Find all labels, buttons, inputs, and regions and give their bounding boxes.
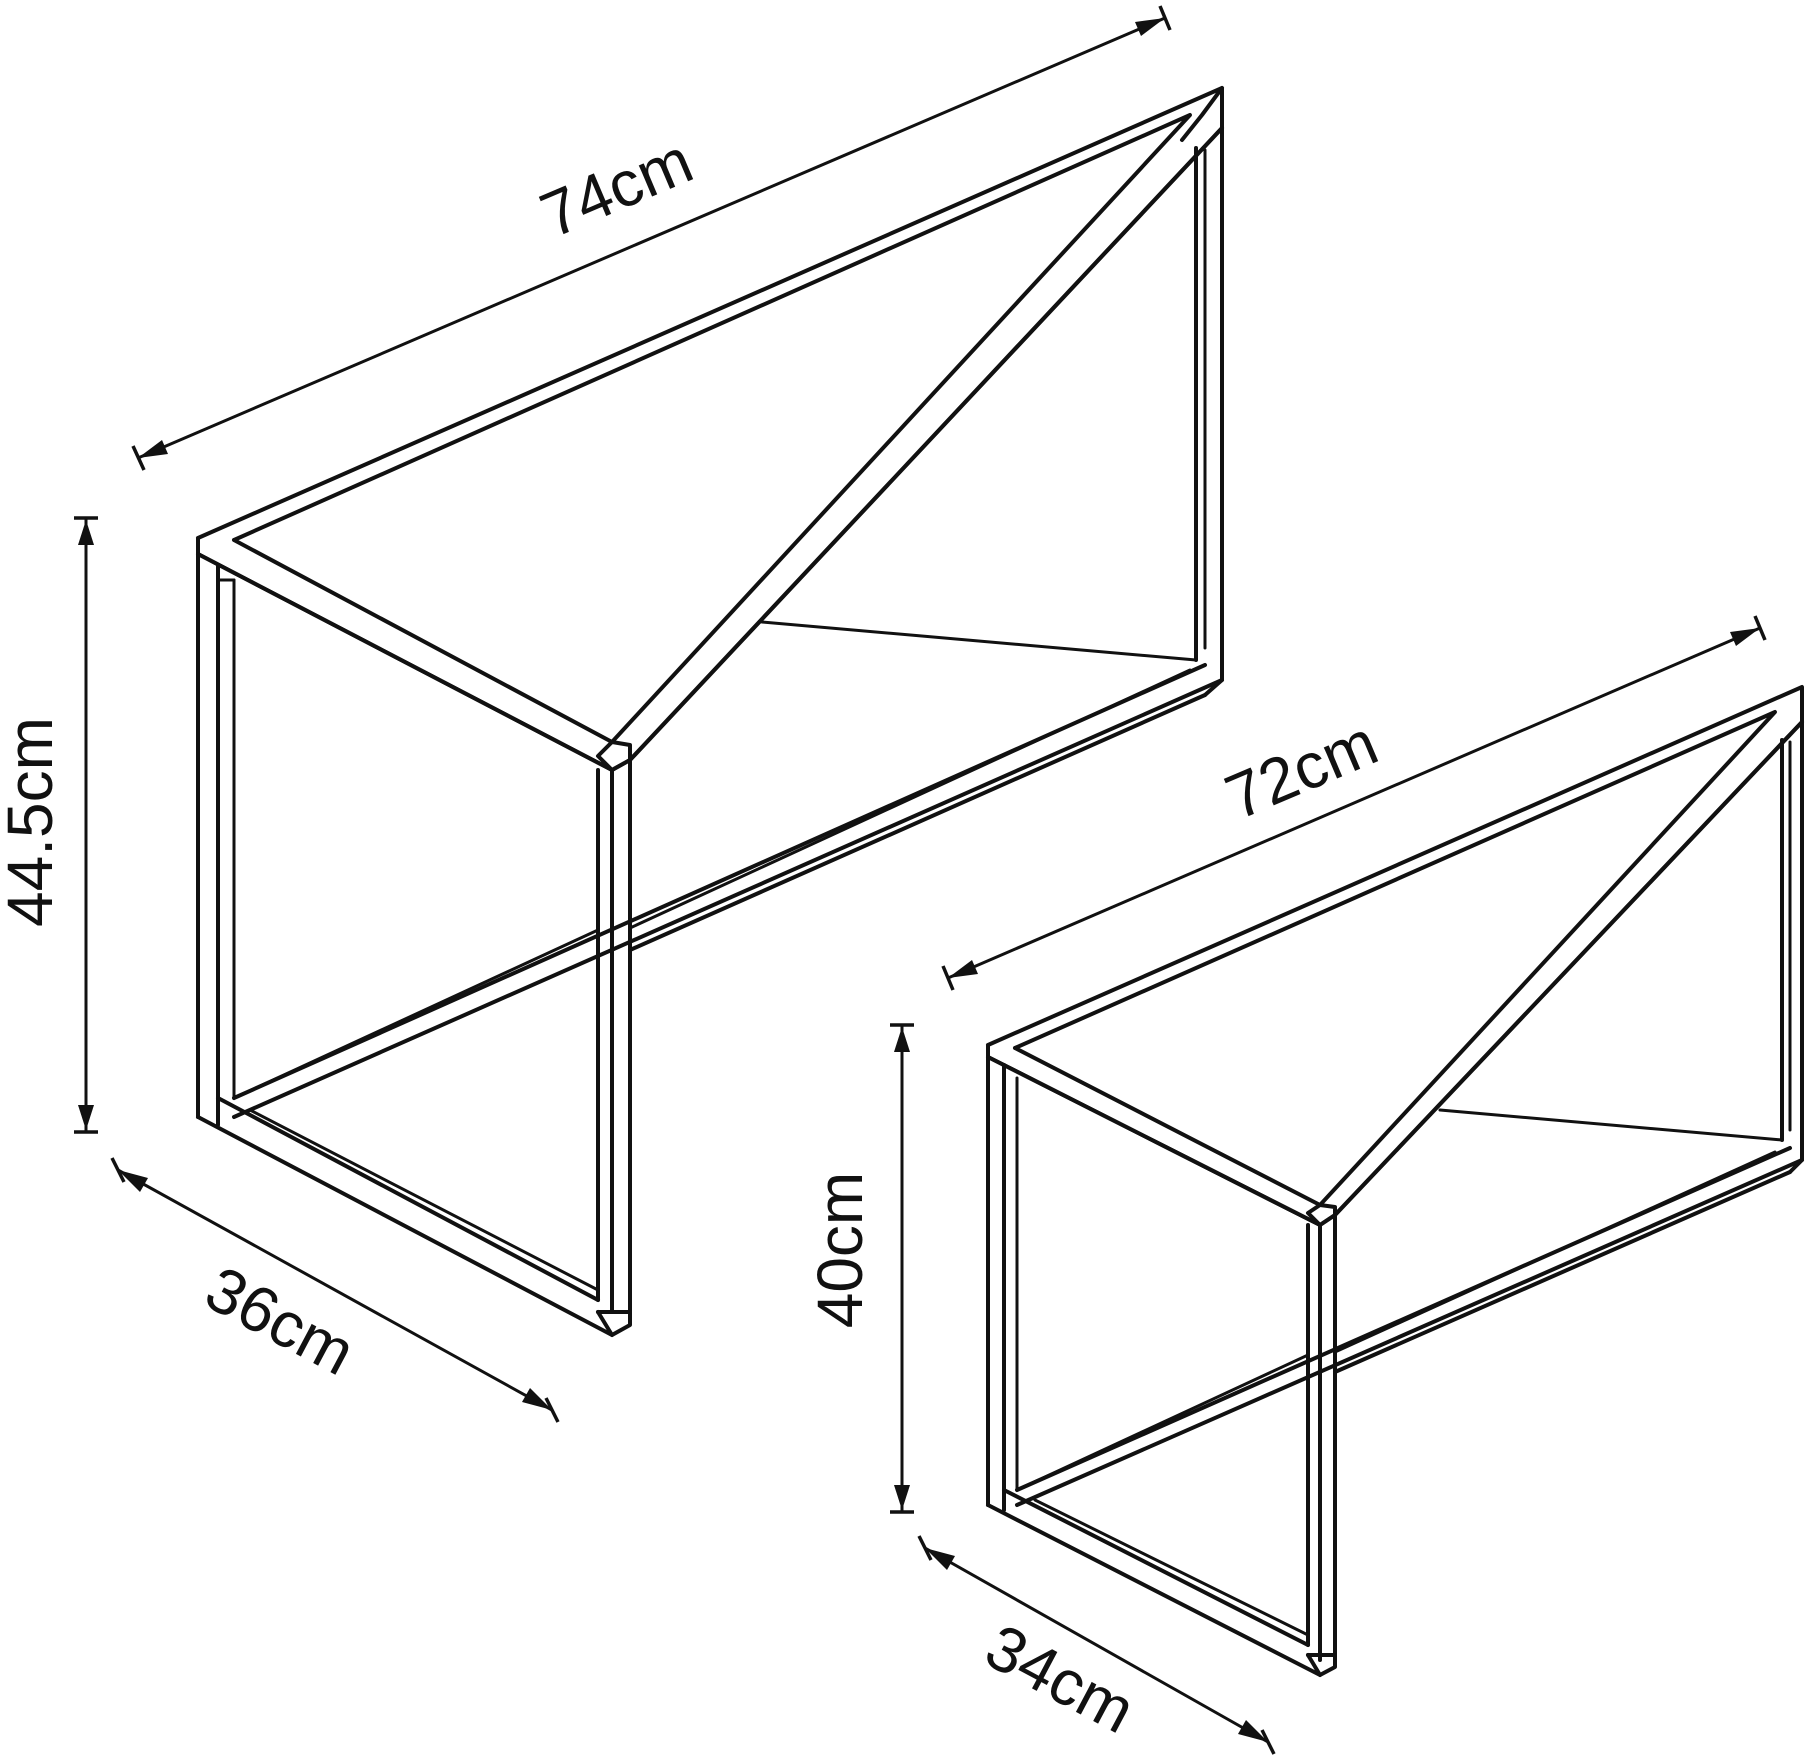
large-table-base-rail-end <box>1203 648 1224 697</box>
large-table-base-front-mid <box>248 1108 600 1292</box>
dim-small-length <box>941 615 1767 991</box>
small-table-top-edge-diag <box>1333 720 1804 1217</box>
large-table-back-brace <box>760 620 1198 662</box>
dim-large-length <box>131 5 1172 471</box>
large-table-top-edge-diag <box>628 126 1224 762</box>
dim-small-depth <box>917 1535 1276 1755</box>
large-depth-label: 36cm <box>194 1252 366 1389</box>
small-table-top-outer <box>986 685 1804 1227</box>
large-table-base-rail-front <box>232 928 600 1100</box>
large-table-drawing <box>196 86 1224 1337</box>
small-table-back-brace <box>1438 1108 1784 1142</box>
large-table-base-rail-end3 <box>628 668 1192 930</box>
dim-large-depth <box>110 1157 560 1423</box>
small-table-top-edge-front <box>986 1055 1322 1227</box>
small-table-base-rail-end3 <box>1333 1150 1777 1354</box>
small-table-top-inner <box>1013 710 1777 1207</box>
dim-small-height <box>890 1023 914 1514</box>
large-table-top-side <box>1180 86 1224 142</box>
small-table-base-rail-bottom <box>1015 1158 1804 1507</box>
dim-large-height <box>74 516 98 1134</box>
small-table-base-rail-end2 <box>1333 1170 1792 1374</box>
large-height-label: 44.5cm <box>0 717 66 927</box>
small-table-drawing <box>986 685 1804 1677</box>
small-table-base-rail-end <box>1788 1133 1804 1174</box>
small-table-base-front-outer <box>986 1503 1322 1677</box>
large-table-top-inner <box>232 113 1192 744</box>
small-length-label: 72cm <box>1215 706 1387 833</box>
large-table-top-outer <box>196 86 1224 772</box>
small-table-corner-block <box>1306 1203 1337 1227</box>
large-table-base-rail-bottom <box>232 678 1224 1119</box>
small-height-label: 40cm <box>804 1172 876 1329</box>
large-table-corner-block <box>596 740 632 772</box>
large-table-base-front-inner <box>216 1096 600 1302</box>
dimension-lines <box>74 5 1767 1755</box>
small-depth-label: 34cm <box>974 1610 1146 1747</box>
small-table-base-front-inner <box>1002 1488 1310 1647</box>
large-length-label: 74cm <box>530 124 702 251</box>
large-table-base-front-outer <box>196 1115 614 1337</box>
large-table-base-rail-end2 <box>628 693 1207 952</box>
dimension-labels: 74cm 44.5cm 36cm 72cm 40cm 34cm <box>0 124 1387 1747</box>
large-table-base-corner <box>596 1310 632 1337</box>
large-table-top-edge-front <box>196 552 614 772</box>
small-table-base-corner <box>1306 1653 1337 1677</box>
small-table-base-rail-front <box>1015 1353 1310 1492</box>
small-table-base-front-mid <box>1033 1498 1310 1637</box>
